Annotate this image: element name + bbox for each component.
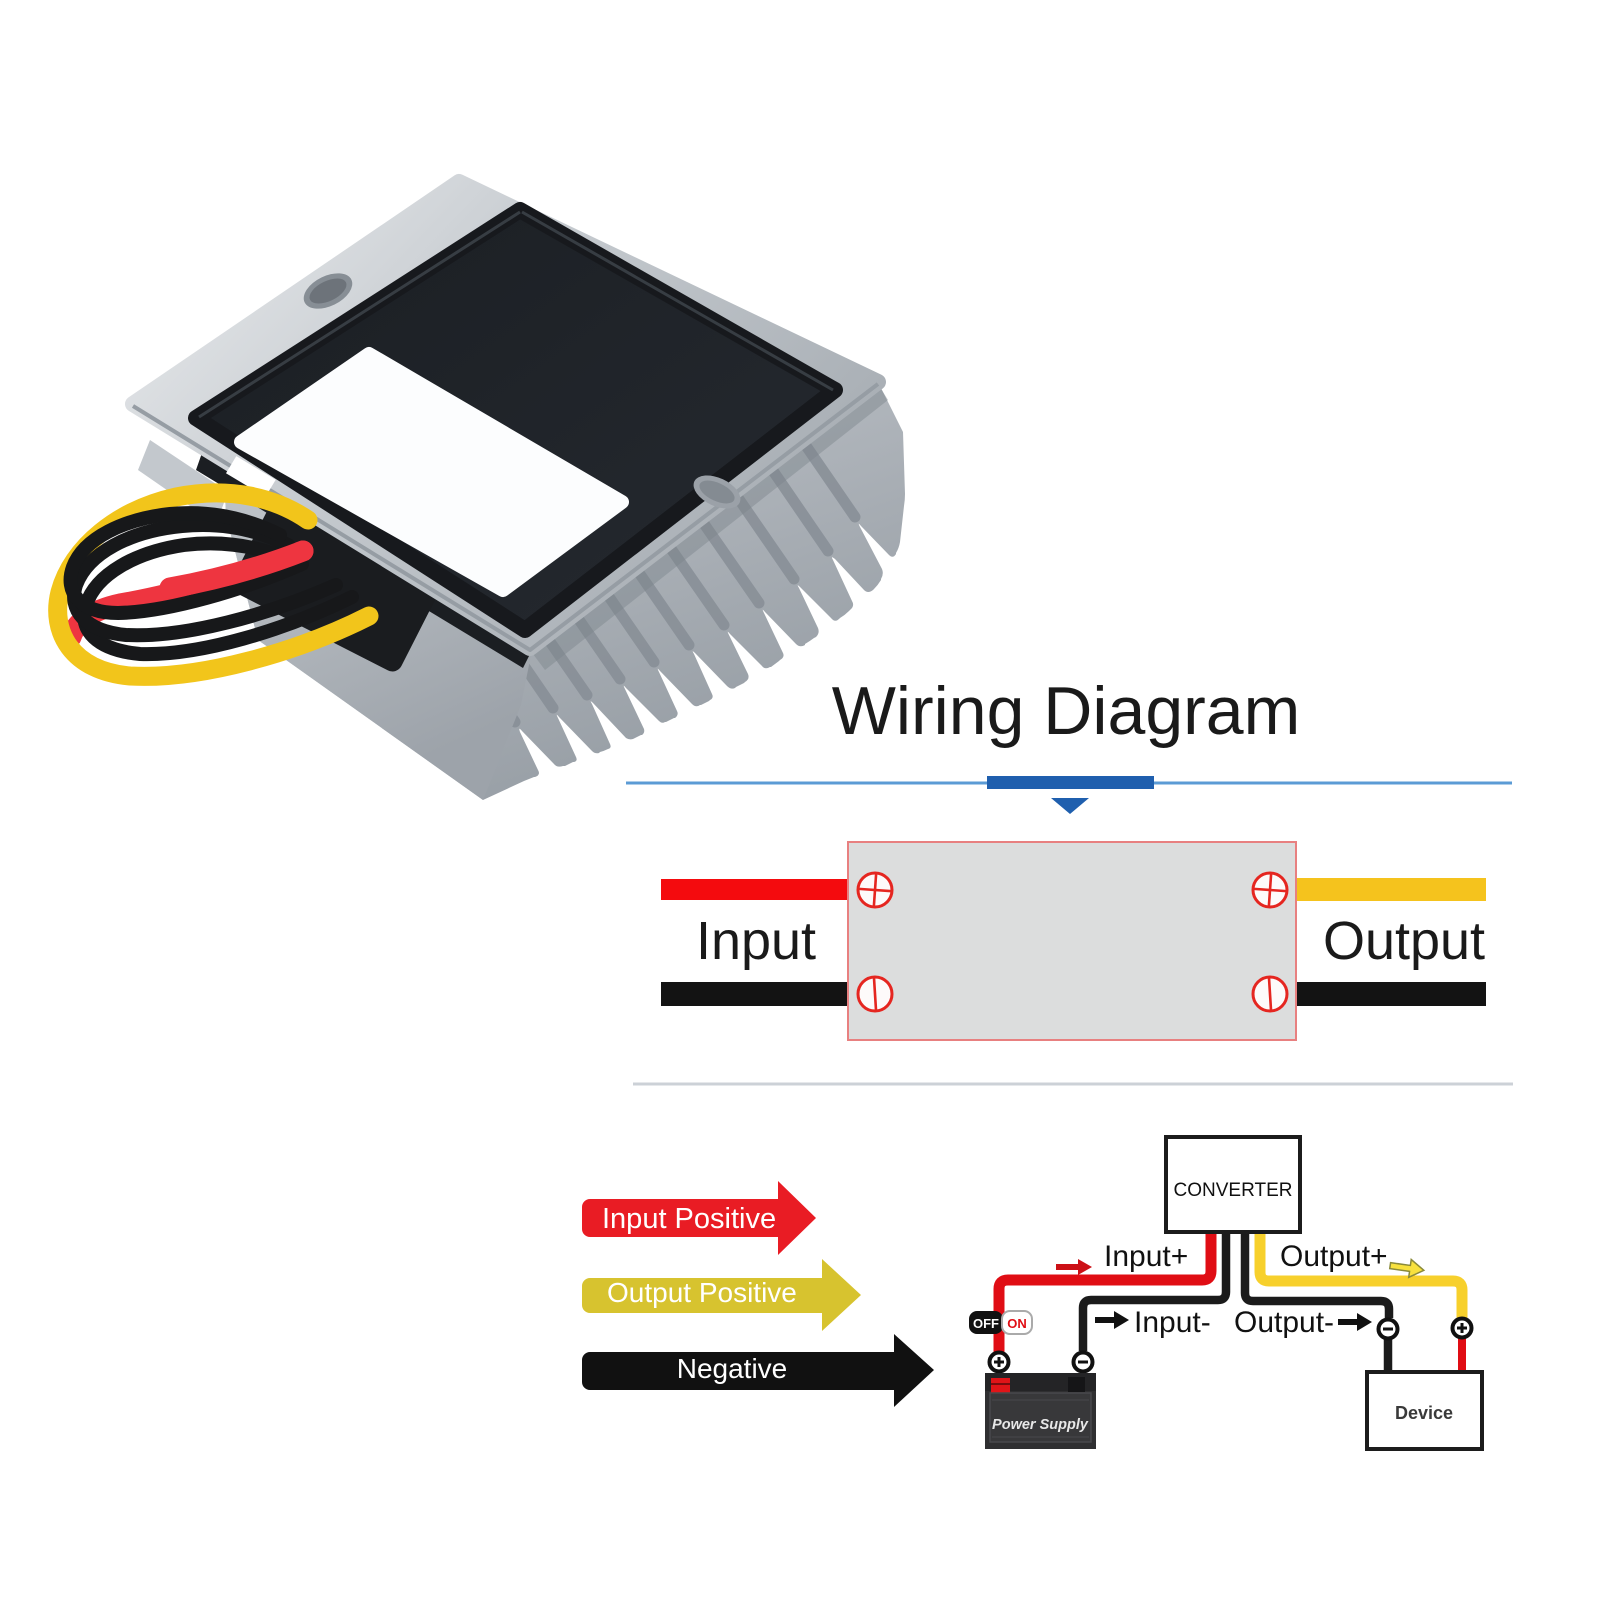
svg-text:Power Supply: Power Supply [992,1417,1089,1433]
svg-text:Input Positive: Input Positive [602,1203,776,1235]
svg-text:Input: Input [696,911,816,971]
svg-text:Negative: Negative [677,1353,788,1384]
svg-text:ON: ON [1007,1316,1027,1331]
svg-text:Wiring Diagram: Wiring Diagram [832,673,1301,749]
svg-text:CONVERTER: CONVERTER [1174,1180,1293,1201]
svg-text:OFF: OFF [973,1316,999,1331]
svg-text:Output-: Output- [1234,1306,1334,1339]
svg-text:Device: Device [1395,1403,1453,1423]
svg-text:Output: Output [1323,911,1485,971]
svg-text:Input+: Input+ [1104,1240,1188,1273]
svg-text:Input-: Input- [1134,1306,1211,1339]
svg-text:Output Positive: Output Positive [607,1277,797,1308]
svg-text:Output+: Output+ [1280,1240,1388,1273]
